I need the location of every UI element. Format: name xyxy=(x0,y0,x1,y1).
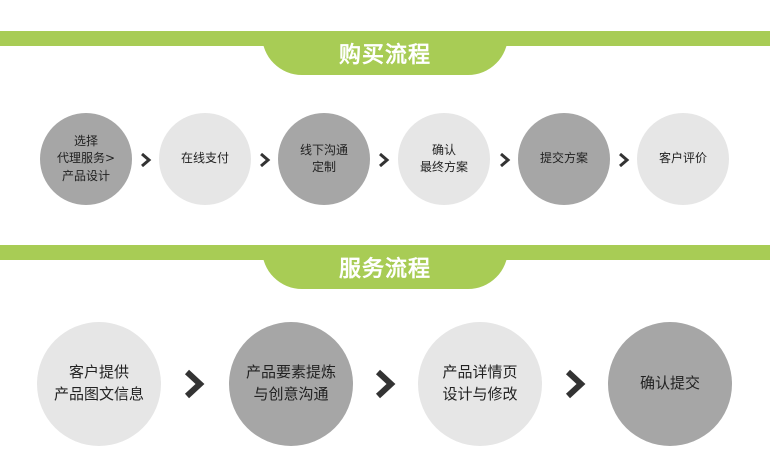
step-label: 在线支付 xyxy=(180,151,229,166)
chevron-right-icon xyxy=(260,153,271,167)
service-flow-title: 服务流程 xyxy=(262,245,508,289)
step-label: 产品详情页 设计与修改 xyxy=(442,363,518,403)
service-step-4: 确认提交 xyxy=(608,322,732,446)
step-label: 客户提供 产品图文信息 xyxy=(53,363,144,403)
purchase-flow-steps: 选择 代理服务> 产品设计 在线支付 线下沟通 定制 确认 最终方案 提交方案 … xyxy=(0,113,770,209)
step-label: 确认 最终方案 xyxy=(419,142,468,174)
step-label: 客户评价 xyxy=(658,151,707,166)
chevron-right-icon xyxy=(184,369,205,399)
service-flow-steps: 客户提供 产品图文信息 产品要素提炼 与创意沟通 产品详情页 设计与修改 确认提… xyxy=(0,322,770,448)
service-step-1: 客户提供 产品图文信息 xyxy=(37,322,161,446)
step-label: 线下沟通 定制 xyxy=(299,142,348,174)
step-label: 产品要素提炼 与创意沟通 xyxy=(245,363,336,403)
service-step-3: 产品详情页 设计与修改 xyxy=(418,322,542,446)
purchase-step-5: 提交方案 xyxy=(518,113,610,205)
chevron-right-icon xyxy=(500,153,511,167)
chevron-right-icon xyxy=(141,153,152,167)
purchase-step-3: 线下沟通 定制 xyxy=(278,113,370,205)
purchase-step-1: 选择 代理服务> 产品设计 xyxy=(40,113,132,205)
chevron-right-icon xyxy=(619,153,630,167)
purchase-step-6: 客户评价 xyxy=(637,113,729,205)
purchase-step-4: 确认 最终方案 xyxy=(398,113,490,205)
purchase-step-2: 在线支付 xyxy=(159,113,251,205)
step-label: 提交方案 xyxy=(539,151,588,166)
chevron-right-icon xyxy=(379,153,390,167)
step-label: 确认提交 xyxy=(639,374,700,393)
chevron-right-icon xyxy=(565,369,586,399)
chevron-right-icon xyxy=(375,369,396,399)
service-step-2: 产品要素提炼 与创意沟通 xyxy=(229,322,353,446)
step-label: 选择 代理服务> 产品设计 xyxy=(56,133,116,183)
purchase-flow-title: 购买流程 xyxy=(262,31,508,75)
